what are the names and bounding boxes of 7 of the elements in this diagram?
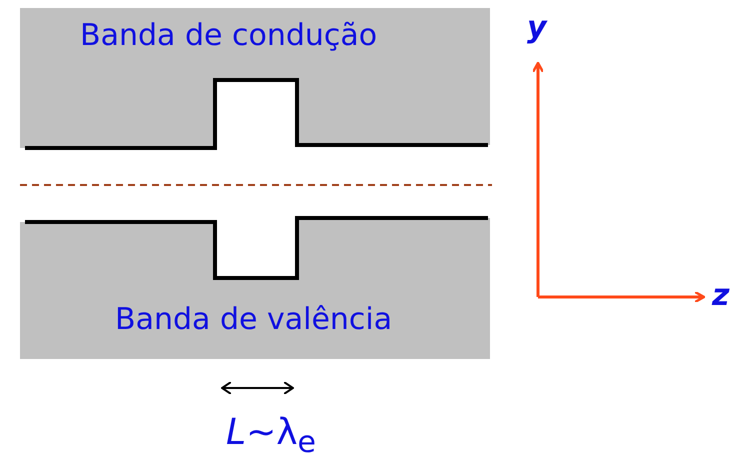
energy-band [20,8,490,150]
axis-label: y [527,10,547,45]
axis-label: z [712,278,730,313]
band-label: Banda de valência [115,302,392,337]
dimension-label: L~λ$_{e}$ [226,412,316,457]
energy-band [20,214,490,359]
band-label: Banda de condução [80,18,378,53]
